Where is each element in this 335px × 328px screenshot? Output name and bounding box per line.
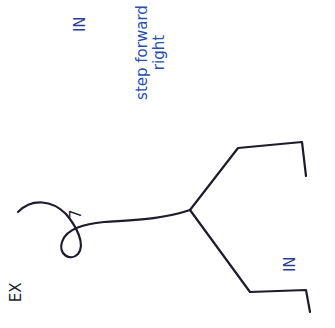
direction-label: IN (282, 244, 299, 284)
direction-label: EX (8, 272, 25, 312)
step-note: step forward right (134, 2, 167, 102)
direction-label: IN (72, 4, 89, 44)
count-number: 7 (68, 199, 85, 229)
